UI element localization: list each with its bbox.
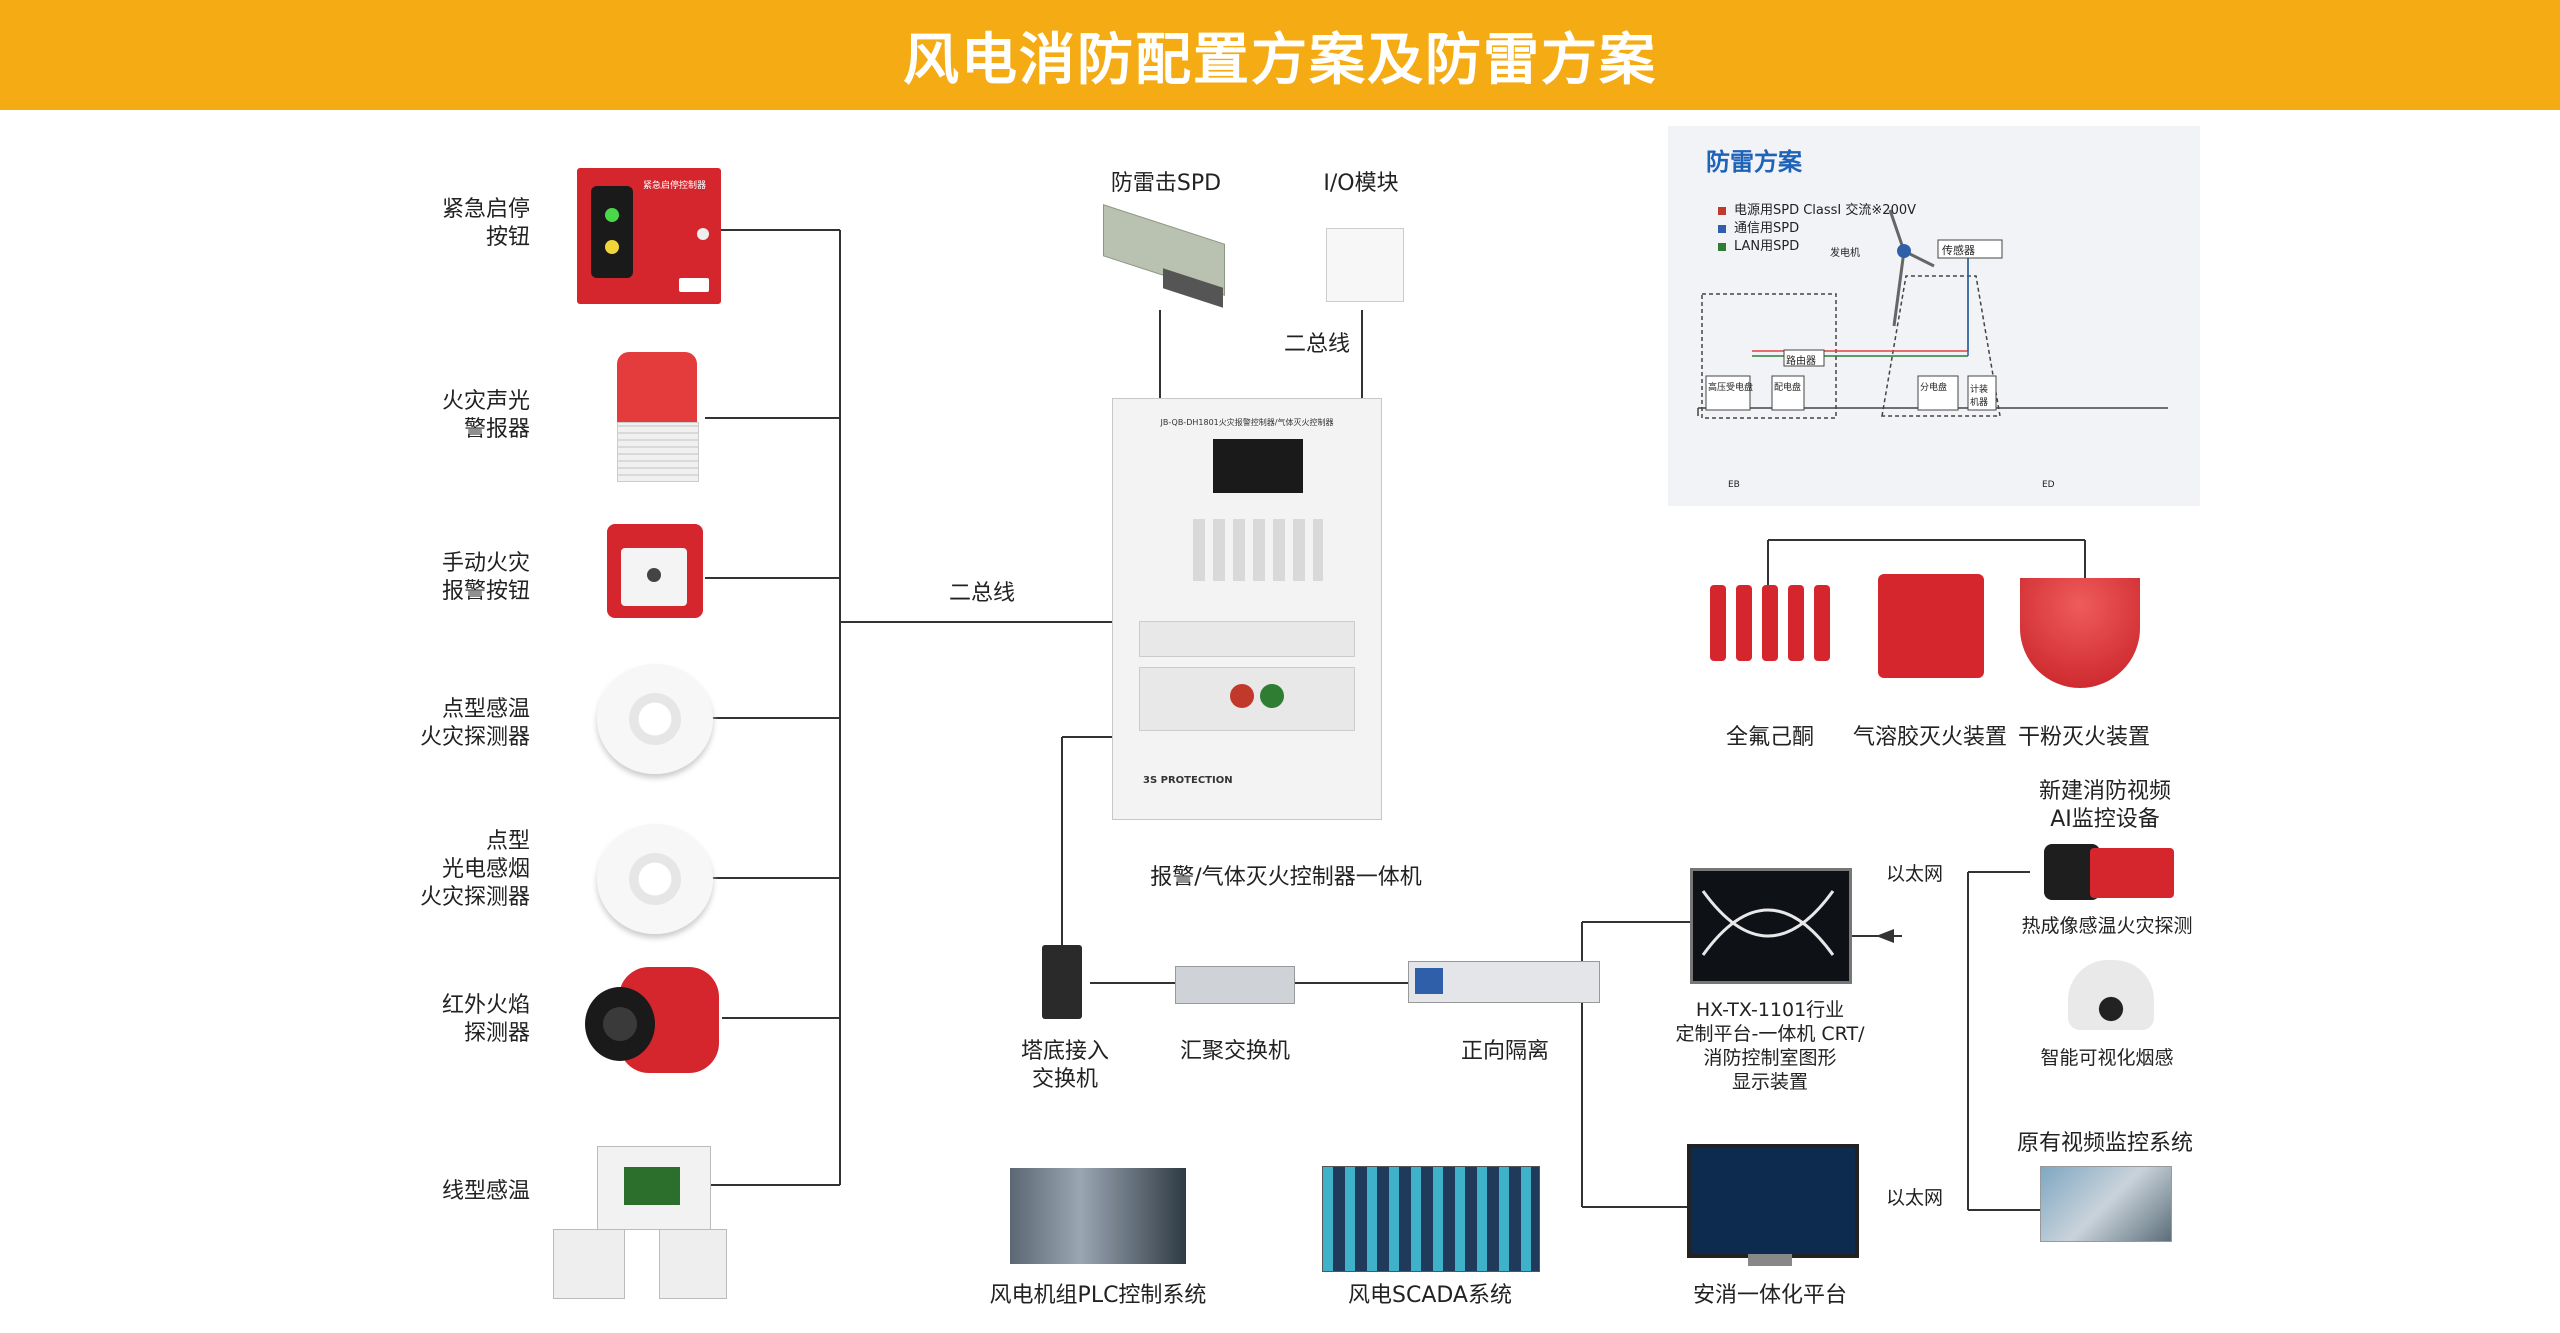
- label-aggregation-switch: 汇聚交换机: [1179, 1039, 1290, 1064]
- lightning-protection-panel: 防雷方案 电源用SPD ClassⅠ 交流※200V 通信用SPD LAN用SP…: [1668, 126, 2200, 506]
- linear-heat-box-1: [553, 1229, 625, 1299]
- tag-dist-panel-2: 分电盘: [1920, 383, 1948, 393]
- spd-device: [1093, 200, 1235, 310]
- spd-label: 防雷击SPD: [1110, 171, 1222, 196]
- fire-controller-cabinet: JB-QB-DH1801火灾报警控制器/气体灭火控制器 3S PROTECTIO…: [1112, 398, 1382, 820]
- label-platform: 安消一体化平台: [1692, 1283, 1847, 1308]
- tag-sensor: 传感器: [1942, 244, 1975, 257]
- label-aerosol: 气溶胶灭火装置: [1852, 725, 2007, 750]
- flame-detector-device: [585, 967, 723, 1079]
- isolator-device: [1408, 961, 1600, 1003]
- controller-lcd: [1213, 439, 1303, 493]
- controller-brand: 3S PROTECTION: [1143, 775, 1233, 786]
- heat-detector-device: [597, 664, 713, 774]
- tag-router: 路由器: [1786, 356, 1816, 367]
- label-flame-detector: 红外火焰探测器: [441, 993, 530, 1046]
- label-crt: HX-TX-1101行业定制平台-一体机 CRT/消防控制室图形显示装置: [1675, 999, 1865, 1093]
- controller-keypad: [1193, 519, 1323, 581]
- emergency-panel-text: 紧急启停控制器: [643, 181, 707, 191]
- legend-power-spd: 电源用SPD ClassⅠ 交流※200V: [1718, 202, 1916, 220]
- controller-label: 报警/气体灭火控制器一体机: [1150, 865, 1422, 890]
- smoke-detector-device: [597, 824, 713, 934]
- lightning-schematic: [1697, 209, 2168, 419]
- linear-heat-box-2: [659, 1229, 727, 1299]
- perfluorohexanone-device: [1700, 575, 1830, 690]
- aerosol-device: [1878, 574, 1984, 678]
- smart-smoke-device: [2068, 960, 2154, 1030]
- sound-light-alarm-device: [617, 352, 699, 482]
- lightning-legend: 电源用SPD ClassⅠ 交流※200V 通信用SPD LAN用SPD: [1718, 202, 1916, 256]
- controller-model-text: JB-QB-DH1801火灾报警控制器/气体灭火控制器: [1160, 418, 1334, 427]
- aggregation-switch-device: [1175, 966, 1295, 1004]
- label-emergency-stop: 紧急启停按钮: [441, 197, 530, 250]
- tag-dist-panel-1: 配电盘: [1774, 383, 1802, 393]
- tower-switch-device: [1042, 945, 1082, 1019]
- ethernet-label-1: 以太网: [1886, 863, 1944, 885]
- legend-comm-spd: 通信用SPD: [1718, 220, 1916, 238]
- tag-hv-panel: 高压受电盘: [1708, 383, 1754, 393]
- linear-heat-controller-device: [597, 1146, 711, 1230]
- thermal-camera-device: [2044, 838, 2174, 908]
- existing-video-image: [2040, 1166, 2172, 1242]
- manual-alarm-button-device: [607, 524, 703, 618]
- emergency-stop-device: 紧急启停控制器: [577, 168, 721, 304]
- io-module-label: I/O模块: [1323, 171, 1399, 196]
- title-banner: 风电消防配置方案及防雷方案: [0, 0, 2560, 110]
- emergency-screen: [591, 186, 633, 278]
- dry-powder-device: [2020, 578, 2140, 688]
- label-sound-light-alarm: 火灾声光警报器: [441, 389, 530, 442]
- label-smoke-detector: 点型光电感烟火灾探测器: [419, 829, 530, 910]
- scada-screen-image: [1322, 1166, 1540, 1272]
- crt-wave-graphic: [1701, 890, 1835, 956]
- io-module-device: [1326, 228, 1404, 302]
- legend-lan-spd: LAN用SPD: [1718, 238, 1916, 256]
- label-smart-smoke: 智能可视化烟感: [2040, 1047, 2174, 1069]
- crt-display-device: [1690, 868, 1852, 984]
- label-existing-video: 原有视频监控系统: [2016, 1131, 2193, 1156]
- label-thermal: 热成像感温火灾探测: [2021, 915, 2193, 937]
- label-dry-powder: 干粉灭火装置: [2018, 725, 2151, 750]
- tag-generator: 发电机: [1830, 248, 1860, 259]
- tag-eb: EB: [1728, 480, 1740, 490]
- ethernet-label-2: 以太网: [1886, 1187, 1944, 1209]
- label-linear-heat: 线型感温: [441, 1179, 530, 1204]
- plc-cabinet-image: [1010, 1168, 1186, 1264]
- label-plc: 风电机组PLC控制系统: [989, 1283, 1207, 1308]
- bus-label-left: 二总线: [949, 581, 1016, 606]
- tag-ed: ED: [2042, 480, 2055, 490]
- label-tower-switch: 塔底接入交换机: [1020, 1039, 1109, 1092]
- label-manual-alarm-button: 手动火灾报警按钮: [441, 551, 530, 604]
- label-isolator: 正向隔离: [1460, 1039, 1549, 1064]
- platform-monitor-stand: [1748, 1254, 1792, 1266]
- label-scada: 风电SCADA系统: [1348, 1283, 1512, 1308]
- page-title: 风电消防配置方案及防雷方案: [903, 27, 1657, 93]
- label-heat-detector: 点型感温火灾探测器: [419, 697, 530, 750]
- tag-meter: 计装机器: [1970, 385, 1989, 408]
- label-perfluorohexanone: 全氟己酮: [1725, 725, 1814, 750]
- bus-label-top: 二总线: [1284, 332, 1351, 357]
- platform-monitor-device: [1687, 1144, 1859, 1258]
- lightning-title: 防雷方案: [1706, 148, 1802, 176]
